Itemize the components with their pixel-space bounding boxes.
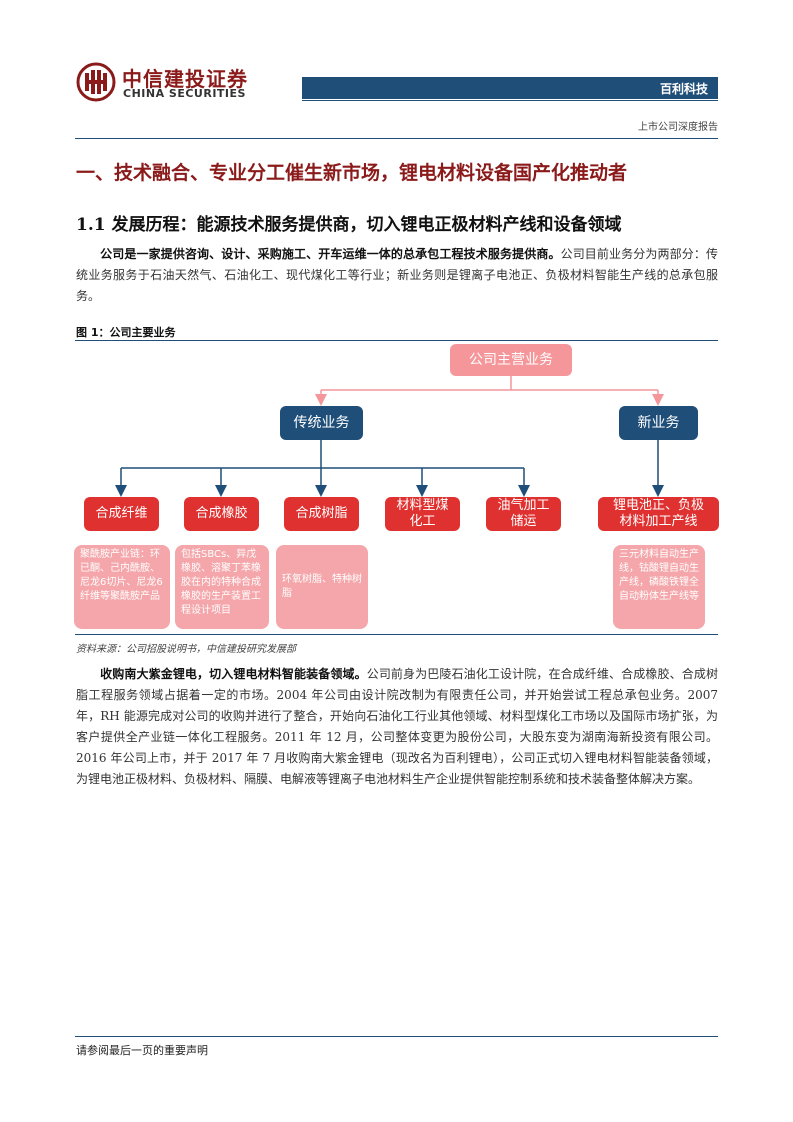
node-oil-gas-storage: 油气加工储运: [486, 497, 561, 531]
header-rule: [75, 138, 718, 139]
node-new-business: 新业务: [619, 406, 698, 440]
detail-lithium: 三元材料自动生产线，钴酸锂自动生产线，磷酸铁锂全自动粉体生产线等: [613, 545, 705, 629]
node-lithium-line: 锂电池正、负极材料加工产线: [598, 497, 719, 531]
detail-fiber: 聚酰胺产业链：环已酮、己内酰胺、尼龙6切片、尼龙6纤维等聚酰胺产品: [74, 545, 170, 629]
node-synthetic-rubber: 合成橡胶: [184, 497, 259, 531]
figure-source: 资料来源：公司招股说明书，中信建投研究发展部: [76, 644, 296, 655]
detail-resin-text: 环氧树脂、特种树脂: [282, 574, 362, 599]
subsection-title: 1.1 发展历程：能源技术服务提供商，切入锂电正极材料产线和设备领域: [76, 215, 622, 235]
node-coal-chemical: 材料型煤化工: [385, 497, 460, 531]
header-bar: 百利科技: [302, 77, 718, 99]
detail-rubber: 包括SBCs、异戊橡胶、溶聚丁苯橡胶在内的特种合成橡胶的生产装置工程设计项目: [175, 545, 269, 629]
header-divider: [302, 100, 718, 101]
section-title: 一、技术融合、专业分工催生新市场，锂电材料设备国产化推动者: [76, 162, 628, 184]
paragraph-history-body: 公司前身为巴陵石油化工设计院，在合成纤维、合成橡胶、合成树脂工程服务领域占据着一…: [76, 667, 718, 786]
detail-resin: 环氧树脂、特种树脂: [276, 545, 368, 629]
paragraph-intro-body: 公司目前业务分为两部分：传统业务服务于石油天然气、石油化工、现代煤化工等行业；新…: [76, 247, 718, 303]
node-synthetic-fiber: 合成纤维: [84, 497, 159, 531]
paragraph-history-lead: 收购南大紫金锂电，切入锂电材料智能装备领域。: [100, 667, 367, 681]
node-traditional-business: 传统业务: [280, 406, 363, 440]
figure-bottom-rule: [75, 634, 718, 635]
logo-english-name: CHINA SECURITIES: [123, 87, 246, 100]
paragraph-history: 收购南大紫金锂电，切入锂电材料智能装备领域。公司前身为巴陵石油化工设计院，在合成…: [76, 664, 718, 790]
logo-chinese-name: 中信建投证券: [122, 67, 248, 91]
report-type: 上市公司深度报告: [638, 122, 718, 133]
figure-top-rule: [75, 340, 718, 341]
paragraph-intro: 公司是一家提供咨询、设计、采购施工、开车运维一体的总承包工程技术服务提供商。公司…: [76, 244, 718, 307]
company-name: 百利科技: [659, 82, 708, 96]
footer-disclaimer: 请参阅最后一页的重要声明: [76, 1044, 208, 1057]
node-synthetic-resin: 合成树脂: [284, 497, 359, 531]
figure-title: 图 1：公司主要业务: [76, 326, 176, 339]
paragraph-intro-lead: 公司是一家提供咨询、设计、采购施工、开车运维一体的总承包工程技术服务提供商。: [100, 247, 561, 261]
company-logo-icon: [76, 62, 116, 102]
footer-rule: [75, 1036, 718, 1037]
node-main-business: 公司主营业务: [450, 344, 572, 376]
